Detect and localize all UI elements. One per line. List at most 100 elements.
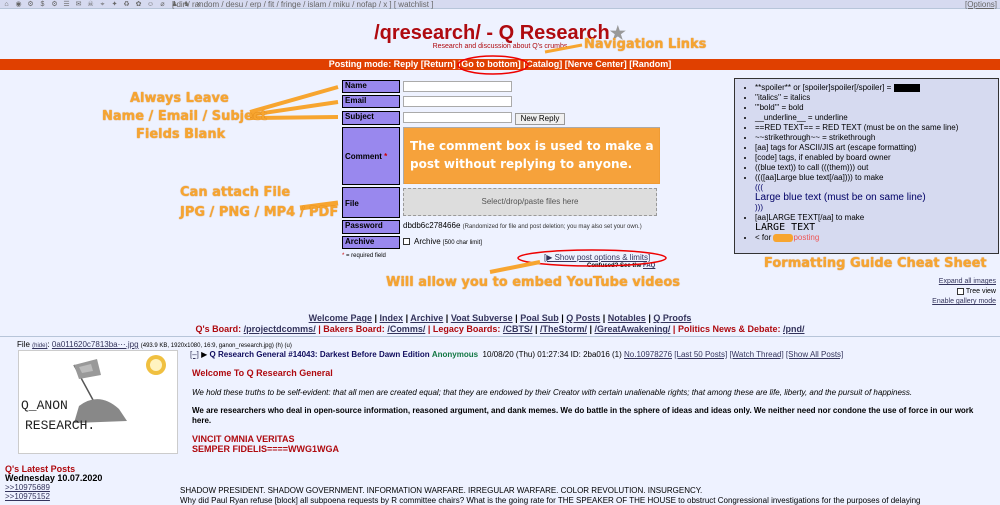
board-icon-1[interactable]: ◉ — [15, 1, 22, 8]
op-thumbnail[interactable]: Q_ANON RESEARCH. — [18, 350, 178, 454]
pnd-link[interactable]: /pnd/ — [783, 324, 805, 334]
annotation-navigation: Navigation Links — [584, 37, 707, 52]
board-icon-4[interactable]: ⚙ — [51, 1, 58, 8]
catalog-link[interactable]: [Catalog] — [523, 59, 563, 69]
top-navbar: ⌂ ◉ ⚙ $ ⚙ ☰ ✉ ☠ ⌖ ✦ ♻ ✿ ☺ ⌀ ♟ ♞ x [ dir / random / desu … — [0, 0, 1000, 9]
new-reply-button[interactable]: New Reply — [515, 113, 565, 125]
welcome-page-link[interactable]: Welcome Page — [308, 313, 373, 323]
op-post-header: [–] ▶ Q Research General #14043: Darkest… — [190, 350, 843, 359]
return-link[interactable]: [Return] — [420, 59, 456, 69]
qboard-link[interactable]: /projectdcomms/ — [243, 324, 316, 334]
annotation-attach-2: JPG / PNG / MP4 / PDF — [180, 205, 339, 220]
options-link[interactable]: [Options] — [964, 0, 997, 9]
email-label: Email — [342, 95, 400, 108]
bakers-link[interactable]: /Comms/ — [387, 324, 426, 334]
flag-illustration — [73, 359, 127, 423]
op-semper: SEMPER FIDELIS====WWG1WGA — [192, 444, 340, 454]
index-link[interactable]: Index — [379, 313, 404, 323]
thumb-text-2: RESEARCH. — [25, 418, 95, 433]
board-icon-15[interactable]: ♞ — [183, 1, 190, 8]
board-title-text: /qresearch/ - Q Research — [374, 22, 610, 44]
show-post-options-link[interactable]: [▶ Show post options & limits] — [544, 253, 651, 262]
password-note: (Randomized for file and post deletion; … — [462, 224, 642, 230]
gallery-mode-link[interactable]: Enable gallery mode — [932, 298, 996, 305]
password-field[interactable]: dbdb6c278466e (Randomized for file and p… — [403, 221, 642, 230]
annotation-formatting: Formatting Guide Cheat Sheet — [764, 256, 987, 271]
board-icon-7[interactable]: ☠ — [87, 1, 94, 8]
board-icon-3[interactable]: $ — [40, 1, 45, 8]
go-to-bottom-link[interactable]: [Go to bottom] — [458, 59, 521, 69]
file-dropzone[interactable]: Select/drop/paste files here — [403, 188, 657, 216]
board-icon-11[interactable]: ✿ — [135, 1, 142, 8]
posting-mode-text: Posting mode: Reply — [328, 59, 419, 69]
archive-link[interactable]: Archive — [410, 313, 444, 323]
random-link[interactable]: [Random] — [629, 59, 672, 69]
board-title: /qresearch/ - Q Research★ — [0, 22, 1000, 45]
poal-link[interactable]: Poal Sub — [520, 313, 559, 323]
nerve-center-link[interactable]: [Nerve Center] — [564, 59, 627, 69]
board-icon-14[interactable]: ♟ — [171, 1, 178, 8]
fmt-italics: ''italics'' = italics — [755, 93, 992, 103]
op-id[interactable]: ID: 2ba016 (1) — [570, 350, 622, 359]
annotation-always-2: Name / Email / Subject — [102, 109, 267, 124]
greatawakening-link[interactable]: /GreatAwakening/ — [594, 324, 671, 334]
latest-text-2: Why did Paul Ryan refuse [block] all sub… — [180, 496, 921, 505]
board-icon-10[interactable]: ♻ — [123, 1, 130, 8]
faq-link[interactable]: FAQ — [643, 263, 656, 269]
op-number[interactable]: No.10978276 — [624, 350, 673, 359]
board-icon-2[interactable]: ⚙ — [27, 1, 34, 8]
thestorm-link[interactable]: /TheStorm/ — [539, 324, 587, 334]
q-posts-link[interactable]: Q Posts — [566, 313, 601, 323]
board-list-links[interactable]: [ dir / random / desu / erp / fit / frin… — [172, 0, 434, 9]
tree-view-checkbox[interactable] — [957, 287, 965, 295]
board-icon-0[interactable]: ⌂ — [4, 1, 9, 8]
hide-file-link[interactable]: (hide) — [32, 343, 48, 349]
latest-title: Q's Latest Posts — [5, 464, 76, 474]
tree-view-option[interactable]: Tree view — [932, 287, 996, 297]
email-input[interactable] — [403, 96, 512, 107]
last-50-link[interactable]: [Last 50 Posts] — [674, 350, 728, 359]
board-subtitle: Research and discussion about Q's crumbs — [432, 43, 568, 50]
board-icon-13[interactable]: ⌀ — [160, 1, 165, 8]
show-all-link[interactable]: [Show All Posts] — [785, 350, 844, 359]
board-links: Welcome Page | Index | Archive | Voat Su… — [0, 313, 1000, 335]
latest-link-1[interactable]: >>10975689 — [5, 483, 50, 492]
board-icon-5[interactable]: ☰ — [63, 1, 70, 8]
expand-images-link[interactable]: Expand all images — [938, 278, 996, 285]
name-input[interactable] — [403, 81, 512, 92]
archive-checkbox[interactable] — [403, 238, 410, 246]
archive-option[interactable]: Archive [500 char limit] — [403, 237, 482, 246]
fmt-underline: __underline__ = underline — [755, 113, 992, 123]
collapse-toggle[interactable]: [–] — [190, 350, 199, 359]
expand-arrow-icon[interactable]: ▶ — [201, 350, 208, 359]
archive-label: Archive — [342, 236, 400, 249]
board-icon-12[interactable]: ☺ — [146, 1, 155, 8]
fmt-quote: < for posting — [755, 233, 992, 243]
fmt-spoiler: **spoiler** or [spoiler]spoiler[/spoiler… — [755, 83, 992, 93]
op-vincit: VINCIT OMNIA VERITAS — [192, 434, 295, 444]
fmt-bold: '''bold''' = bold — [755, 103, 992, 113]
file-name-link[interactable]: 0a011620c7813ba⋯.jpg — [51, 340, 139, 349]
posting-mode-bar: Posting mode: Reply [Return] [Go to bott… — [0, 59, 1000, 70]
subject-input[interactable] — [403, 112, 512, 123]
notables-link[interactable]: Notables — [607, 313, 646, 323]
latest-text-1: SHADOW PRESIDENT. SHADOW GOVERNMENT. INF… — [180, 486, 703, 495]
latest-date: Wednesday 10.07.2020 — [5, 473, 103, 483]
voat-link[interactable]: Voat Subverse — [450, 313, 513, 323]
board-icon-16[interactable]: x — [196, 1, 201, 8]
board-icon-6[interactable]: ✉ — [75, 1, 82, 8]
op-post-body: Welcome To Q Research General We hold th… — [192, 368, 992, 454]
board-icon-9[interactable]: ✦ — [111, 1, 118, 8]
cbts-link[interactable]: /CBTS/ — [502, 324, 533, 334]
op-file-info: File (hide): 0a011620c7813ba⋯.jpg (493.9… — [17, 340, 292, 349]
divider — [0, 336, 1000, 337]
name-label: Name — [342, 80, 400, 93]
favorite-star-icon[interactable]: ★ — [609, 23, 626, 43]
latest-link-2[interactable]: >>10975152 — [5, 492, 50, 501]
watch-thread-link[interactable]: [Watch Thread] — [729, 350, 784, 359]
board-links-line2: Q's Board: /projectdcomms/ | Bakers Boar… — [195, 324, 805, 334]
board-icon-8[interactable]: ⌖ — [100, 1, 105, 8]
q-proofs-link[interactable]: Q Proofs — [653, 313, 692, 323]
fmt-large-blue: ((([aa]Large blue text[/aa]))) to make (… — [755, 173, 992, 213]
